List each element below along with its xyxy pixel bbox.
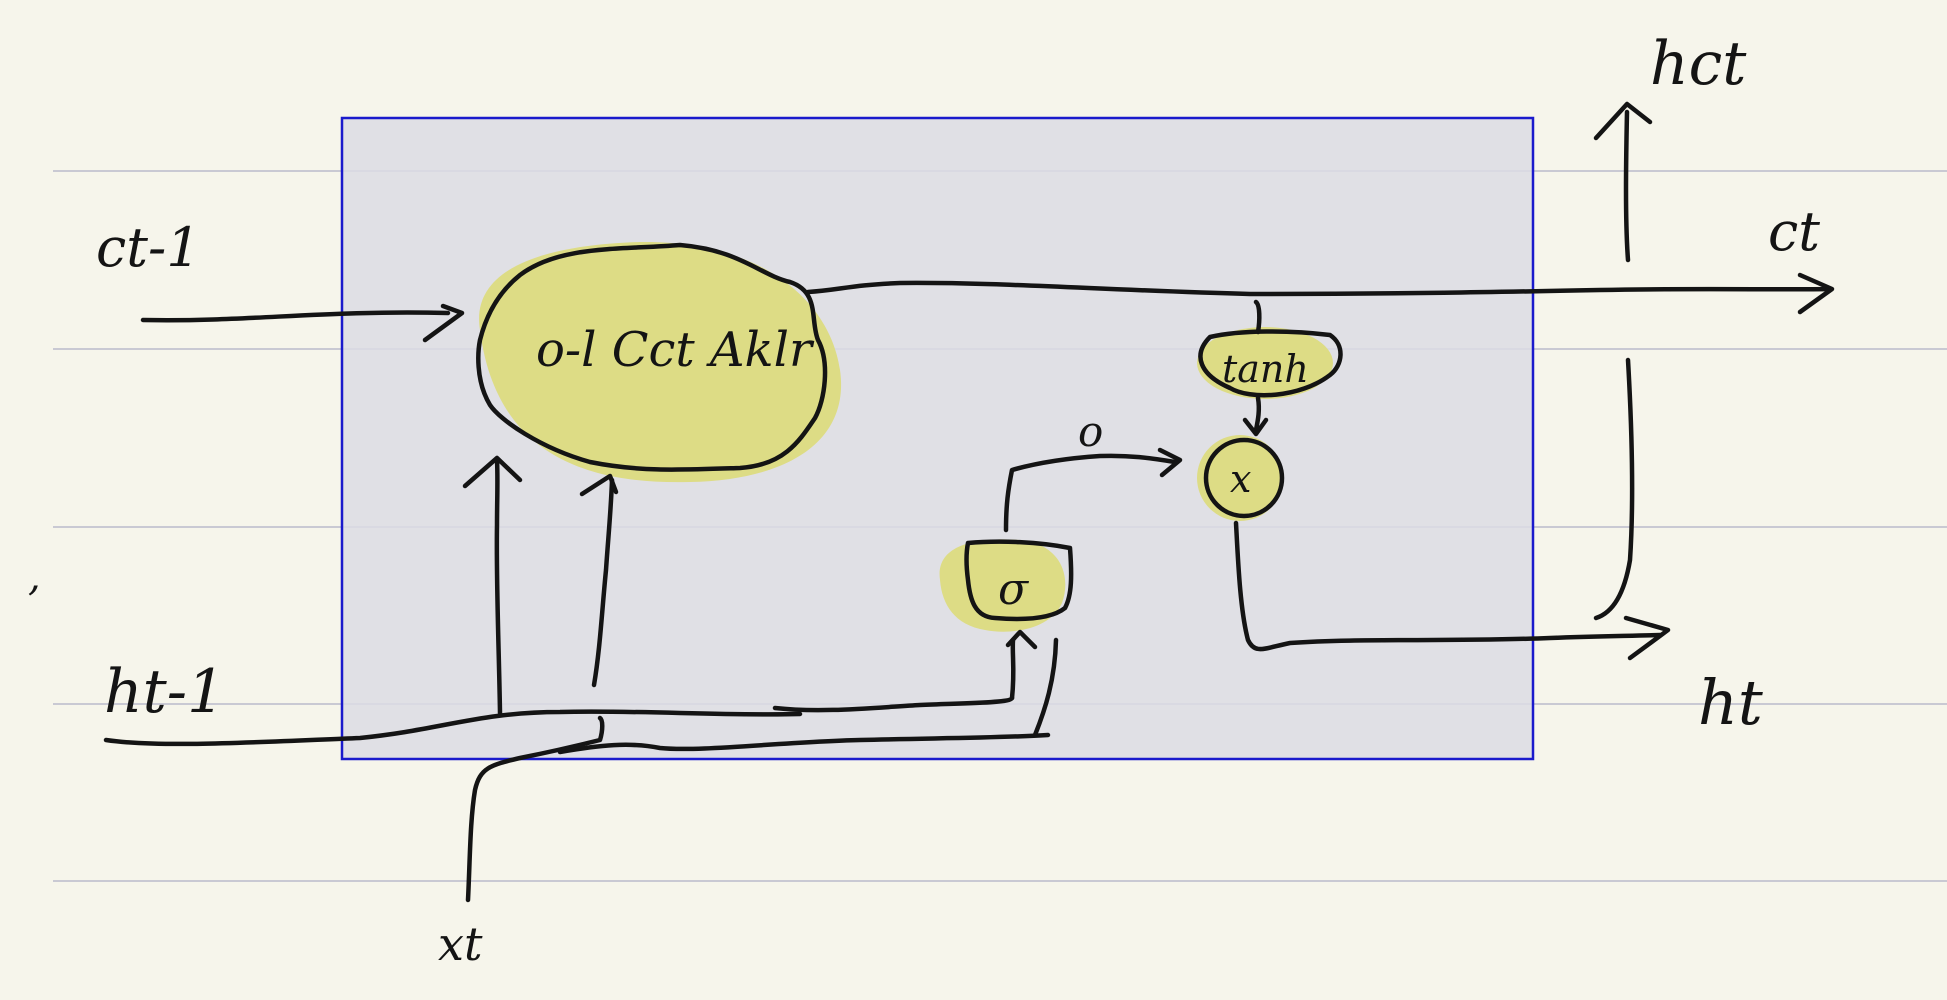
label-mult: x — [1230, 457, 1251, 501]
x-input-line — [465, 715, 605, 903]
h-prev-line — [103, 709, 803, 747]
label-c-prev: ct-1 — [96, 216, 201, 279]
gate-arrow-right — [591, 477, 615, 688]
label-o: o — [1078, 407, 1103, 456]
gate-arrow-left — [494, 457, 503, 716]
highlights — [479, 241, 1333, 632]
labels: ct-1 ht-1 xt hct ct ht o-l Cct Aklr tanh… — [28, 29, 1820, 971]
cell-box — [340, 116, 1535, 761]
ink-strokes — [103, 101, 1835, 903]
o-line — [1003, 453, 1178, 533]
label-h-ct: hct — [1650, 29, 1747, 99]
label-h-prev: ht-1 — [104, 657, 225, 727]
label-c-out: ct — [1768, 200, 1820, 263]
tanh-node — [1198, 329, 1343, 398]
hct-arrow — [1623, 109, 1631, 263]
gate-blob — [476, 242, 828, 472]
stray-mark: , — [28, 554, 41, 600]
sigma-box — [964, 539, 1074, 622]
label-gate-text: o-l Cct Aklr — [536, 322, 815, 378]
label-h-out: ht — [1698, 666, 1763, 739]
label-tanh: tanh — [1222, 347, 1309, 391]
mult-node — [1203, 437, 1285, 519]
label-x-in: xt — [438, 917, 483, 971]
cell-state-line — [805, 280, 1833, 297]
c-prev-arrow — [140, 310, 451, 323]
h-out-line — [1233, 520, 1663, 652]
label-sigma: σ — [998, 564, 1030, 615]
